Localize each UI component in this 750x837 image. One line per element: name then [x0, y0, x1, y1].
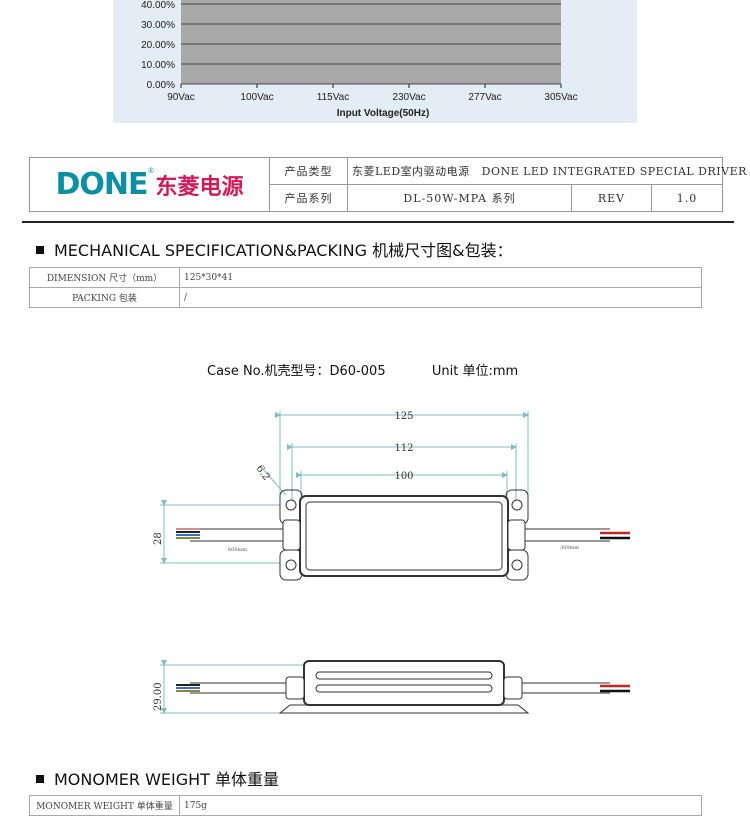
- unit-note: Unit 单位:mm: [431, 364, 519, 379]
- y-tick-label: 0.00%: [147, 80, 175, 91]
- logo-registered-mark: ®: [147, 167, 156, 175]
- x-tick-label: 277Vac: [468, 92, 501, 103]
- table-row: PACKING 包装 /: [29, 287, 702, 308]
- dim-6-2: 6.2: [254, 463, 272, 482]
- y-tick-label: 40.00%: [141, 0, 175, 11]
- x-tick-label: 230Vac: [392, 92, 425, 103]
- product-info-table: DONE®东菱电源 产品类型 东菱LED室内驱动电源 DONE LED INTE…: [29, 157, 746, 212]
- brand-logo: DONE®东菱电源: [29, 157, 270, 212]
- case-number: Case No.机壳型号：D60-005: [207, 364, 386, 379]
- dimension-value: 125*30*41: [179, 267, 702, 288]
- efficiency-chart: 40.00% 30.00% 20.00% 10.00% 0.00% 90Vac 100Va…: [113, 0, 637, 123]
- product-series-label: 产品系列: [269, 184, 348, 212]
- case-info: Case No.机壳型号：D60-005 Unit 单位:mm: [207, 360, 518, 379]
- wire-length-right: 300mm: [560, 545, 579, 551]
- logo-text-cn: 东菱电源: [155, 175, 244, 200]
- table-row: DIMENSION 尺寸（mm） 125*30*41: [29, 267, 702, 288]
- y-tick-label: 10.00%: [141, 60, 175, 71]
- mechanical-spec-table: DIMENSION 尺寸（mm） 125*30*41 PACKING 包装 /: [29, 267, 702, 308]
- dim-28: 28: [153, 532, 164, 545]
- dim-112: 112: [394, 443, 413, 454]
- x-tick-label: 100Vac: [240, 92, 273, 103]
- bullet-square-icon: [36, 775, 44, 783]
- dimension-key: DIMENSION 尺寸（mm）: [29, 267, 180, 288]
- mechanical-title-text: MECHANICAL SPECIFICATION&PACKING 机械尺寸图&包…: [54, 241, 513, 260]
- rev-label: REV: [571, 184, 652, 212]
- wire-length-left: 600mm: [228, 547, 247, 553]
- packing-key: PACKING 包装: [29, 287, 180, 308]
- product-series-value: DL-50W-MPA 系列: [347, 184, 572, 212]
- rev-value: 1.0: [650, 184, 724, 212]
- logo-text-en: DONE: [55, 167, 148, 202]
- top-view: 125 112 100 6.2 28 600mm 300: [153, 411, 630, 581]
- product-type-label: 产品类型: [269, 157, 348, 185]
- table-row: MONOMER WEIGHT 单体重量 175g: [29, 795, 702, 816]
- section-divider: [22, 221, 734, 223]
- bullet-square-icon: [36, 246, 44, 254]
- weight-value: 175g: [179, 795, 702, 816]
- weight-key: MONOMER WEIGHT 单体重量: [29, 795, 180, 816]
- mechanical-drawing: 125 112 100 6.2 28 600mm 300: [153, 411, 630, 714]
- x-tick-label: 305Vac: [544, 92, 577, 103]
- dim-100: 100: [394, 471, 413, 482]
- weight-table: MONOMER WEIGHT 单体重量 175g: [29, 795, 702, 816]
- y-tick-label: 30.00%: [141, 20, 175, 31]
- weight-title-text: MONOMER WEIGHT 单体重量: [54, 770, 280, 789]
- y-tick-label: 20.00%: [141, 40, 175, 51]
- product-type-value: 东菱LED室内驱动电源 DONE LED INTEGRATED SPECIAL …: [346, 157, 746, 185]
- chart-canvas: 40.00% 30.00% 20.00% 10.00% 0.00% 90Vac 100Va…: [141, 0, 578, 119]
- x-axis-label: Input Voltage(50Hz): [337, 108, 430, 119]
- side-view: 29.00: [153, 660, 630, 714]
- x-tick-label: 115Vac: [317, 92, 349, 103]
- dim-29-00: 29.00: [153, 682, 164, 711]
- plot-area: [181, 0, 561, 84]
- packing-value: /: [179, 287, 702, 308]
- dim-125: 125: [394, 411, 413, 422]
- x-tick-label: 90Vac: [167, 92, 195, 103]
- mechanical-section-title: MECHANICAL SPECIFICATION&PACKING 机械尺寸图&包…: [36, 237, 513, 261]
- weight-section-title: MONOMER WEIGHT 单体重量: [36, 766, 279, 790]
